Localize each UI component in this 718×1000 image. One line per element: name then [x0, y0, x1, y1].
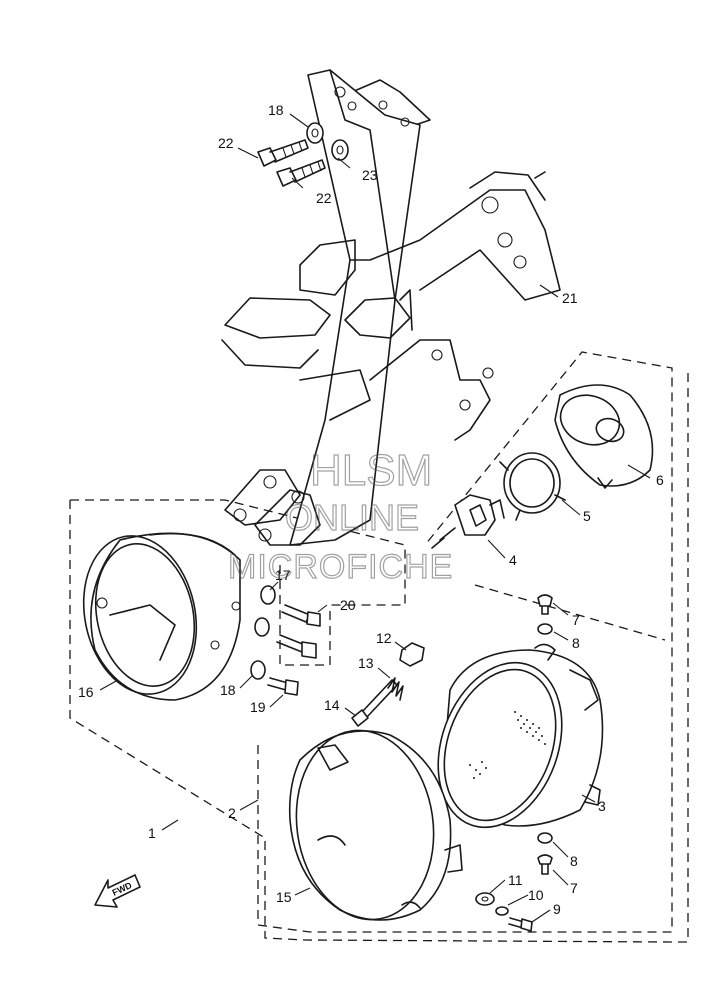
assembly-2-boundary	[257, 351, 673, 933]
washer-11	[475, 892, 495, 906]
callout-labels: 18 22 23 22 21 6 5 4 7 8 12 13 14 20 17 …	[78, 102, 664, 917]
fwd-direction-arrow: FWD	[94, 874, 141, 908]
adjust-screw-14	[351, 679, 398, 727]
callout-5: 5	[583, 508, 591, 524]
bolt-22-upper	[257, 139, 309, 167]
spring-13	[387, 677, 404, 701]
headlight-stay-21	[221, 69, 561, 546]
washer-23-lower	[331, 139, 349, 161]
bolt-19	[267, 677, 299, 696]
watermark-line-3: MICROFICHE	[228, 548, 453, 586]
leader-lines	[99, 113, 651, 923]
callout-8-lower: 8	[570, 853, 578, 869]
headlight-bulb-4	[431, 494, 505, 549]
callout-2: 2	[228, 805, 236, 821]
headlight-housing-16	[82, 532, 241, 701]
collar-17	[260, 585, 276, 605]
callout-14: 14	[324, 697, 340, 713]
nut-12	[399, 642, 425, 667]
watermark-line-2: ONLINE	[285, 497, 419, 538]
washer-10	[495, 906, 509, 916]
washer-23-upper	[306, 122, 324, 144]
callout-22-lower: 22	[316, 190, 332, 206]
assembly-1-boundary-top	[70, 499, 406, 606]
callout-10: 10	[528, 887, 544, 903]
callout-15: 15	[276, 889, 292, 905]
bulb-ring-5	[499, 452, 566, 521]
callout-13: 13	[358, 655, 374, 671]
callout-18: 18	[220, 682, 236, 698]
washer-8-lower	[537, 832, 553, 844]
bolt-20-upper	[281, 604, 321, 627]
headlight-rim-15	[288, 729, 463, 921]
callout-3: 3	[598, 798, 606, 814]
screw-7-lower	[537, 854, 553, 875]
callout-23-upper: 18	[268, 102, 284, 118]
bulb-cover-6	[554, 384, 654, 489]
washer-8-upper	[537, 623, 553, 635]
screw-7-upper	[537, 594, 553, 615]
bolt-group-17-boundary	[279, 565, 331, 666]
callout-7-upper: 7	[572, 612, 580, 628]
callout-23-lower: 23	[362, 167, 378, 183]
callout-1: 1	[148, 825, 156, 841]
callout-6: 6	[656, 472, 664, 488]
callout-21: 21	[562, 290, 578, 306]
callout-8-upper: 8	[572, 635, 580, 651]
watermark: HLSM ONLINE MICROFICHE	[227, 445, 453, 586]
callout-22-upper: 22	[218, 135, 234, 151]
headlight-unit-3	[437, 643, 604, 829]
bolt-22-lower	[276, 159, 326, 187]
collar-18	[250, 660, 266, 680]
callout-7-lower: 7	[570, 880, 578, 896]
callout-17: 17	[275, 567, 291, 583]
watermark-line-1: HLSM	[310, 446, 432, 495]
bulb-guide-line	[474, 584, 666, 641]
assembly-1-boundary	[69, 368, 689, 943]
callout-11: 11	[508, 872, 523, 888]
callout-19: 19	[250, 699, 266, 715]
callout-4: 4	[509, 552, 517, 568]
screw-9	[508, 917, 533, 932]
callout-16: 16	[78, 684, 94, 700]
callout-20: 20	[340, 597, 356, 613]
callout-9: 9	[553, 901, 561, 917]
bolt-20-lower	[276, 634, 317, 659]
lens-texture	[469, 711, 546, 779]
callout-12: 12	[376, 630, 392, 646]
collar-17-lower	[254, 617, 270, 637]
